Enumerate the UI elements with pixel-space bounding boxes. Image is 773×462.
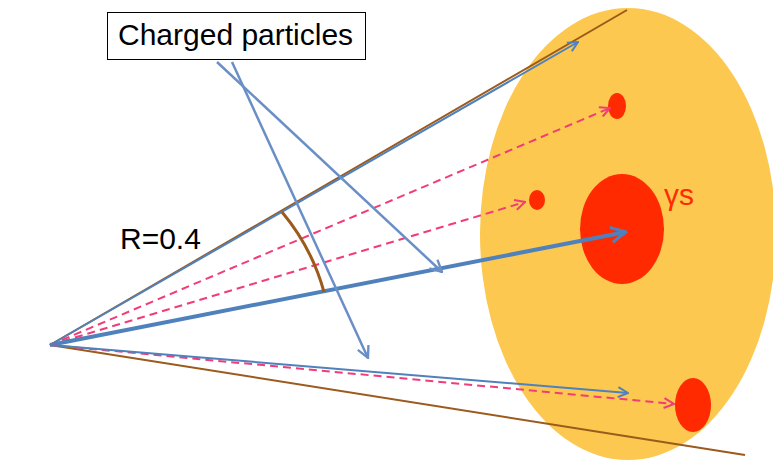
photon-track <box>50 108 610 345</box>
leader-line <box>232 62 368 358</box>
cone-radius-label: R=0.4 <box>118 222 203 255</box>
photon-cluster <box>608 93 626 119</box>
photon-track <box>50 345 674 404</box>
photon-label: γs <box>662 178 696 211</box>
charged-track <box>50 345 628 393</box>
photon-cluster <box>675 378 711 432</box>
callout-text: Charged particles <box>118 18 355 53</box>
cone-angle-arc <box>282 212 324 292</box>
photon-cluster <box>580 174 664 284</box>
charged-track <box>50 42 578 345</box>
photon-cluster <box>529 190 545 210</box>
photon-track <box>50 202 525 345</box>
leader-line <box>217 62 442 272</box>
cone-edge <box>50 345 745 455</box>
callout-box: Charged particles <box>107 12 366 60</box>
